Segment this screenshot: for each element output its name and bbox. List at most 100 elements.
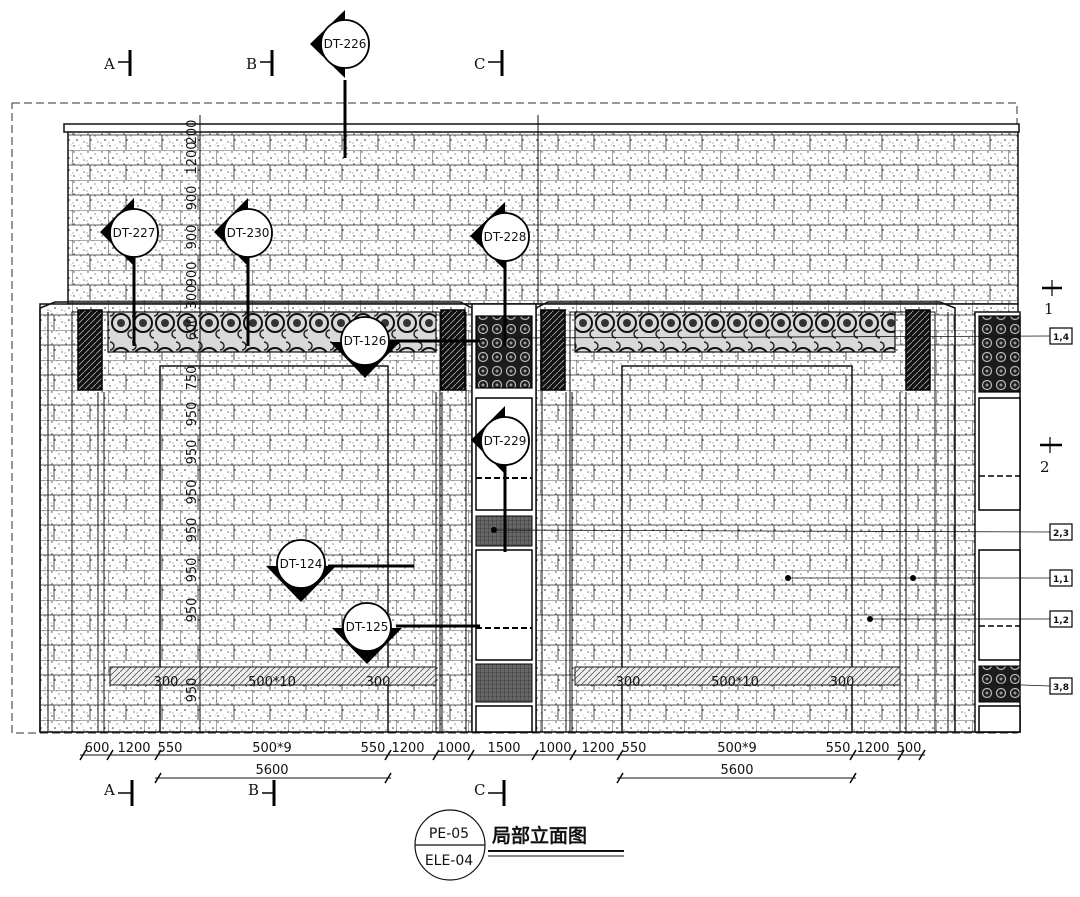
svg-text:DT-228: DT-228	[484, 230, 527, 244]
section-mark-right-2: 2	[1040, 437, 1062, 476]
vdim-7: 750	[185, 366, 200, 391]
base-label-5: 300	[830, 675, 855, 690]
callout-dt-125: DT-125	[332, 602, 402, 664]
hdim-11: 500*9	[717, 741, 757, 756]
svg-text:DT-126: DT-126	[344, 334, 387, 348]
svg-text:2,3: 2,3	[1053, 529, 1069, 539]
material-dot-1	[785, 575, 791, 581]
svg-text:2: 2	[1040, 458, 1050, 476]
vdim-12: 950	[185, 558, 200, 583]
section-mark-top-c: C	[474, 50, 504, 76]
svg-text:C: C	[474, 781, 485, 799]
vdim-14: 950	[185, 678, 200, 703]
svg-text:1,2: 1,2	[1053, 616, 1069, 626]
base-label-4: 500*10	[711, 675, 759, 690]
material-tag-4: 1,2	[1049, 610, 1073, 628]
section-mark-right-1: 1	[1042, 280, 1062, 318]
left-door-recess	[159, 365, 389, 732]
svg-text:B: B	[248, 781, 259, 799]
callout-dt-230: DT-230	[214, 198, 273, 266]
title-block: PE-05 ELE-04 局部立面图	[414, 809, 624, 881]
hdim-6: 1000	[437, 741, 470, 756]
svg-text:DT-125: DT-125	[346, 620, 389, 634]
svg-text:DT-230: DT-230	[227, 226, 270, 240]
vdim-5: 300	[185, 285, 200, 310]
hdim-5: 1200	[391, 741, 424, 756]
right-frieze	[574, 311, 896, 353]
svg-text:A: A	[103, 781, 115, 799]
column-panel-3	[540, 309, 566, 391]
parapet-cap	[63, 123, 1020, 133]
hdim-7: 1500	[487, 741, 520, 756]
overall-dim-left: 5600	[255, 763, 288, 778]
vdim-6: 600	[185, 316, 200, 341]
column-panel-1	[77, 309, 103, 391]
column-panel-4	[905, 309, 931, 391]
hdim-4: 550	[361, 741, 386, 756]
hdim-0: 600	[85, 741, 110, 756]
base-label-1: 500*10	[248, 675, 296, 690]
callout-dt-226: DT-226	[310, 10, 370, 78]
callout-dt-126: DT-126	[330, 316, 400, 378]
vdim-10: 950	[185, 480, 200, 505]
callout-dt-124: DT-124	[266, 539, 336, 602]
material-dot-4	[491, 527, 497, 533]
vdim-1: 1200	[185, 141, 200, 174]
material-tag-2: 2,3	[1049, 523, 1073, 541]
svg-text:C: C	[474, 55, 485, 73]
material-leaders	[493, 335, 1051, 687]
svg-text:DT-124: DT-124	[280, 557, 323, 571]
hdim-8: 1000	[538, 741, 571, 756]
vdim-8: 950	[185, 402, 200, 427]
hdim-13: 1200	[856, 741, 889, 756]
overall-dim-right: 5600	[720, 763, 753, 778]
svg-text:3,8: 3,8	[1053, 683, 1069, 693]
base-label-2: 300	[366, 675, 391, 690]
svg-text:DT-229: DT-229	[484, 434, 527, 448]
material-tag-5: 3,8	[1049, 677, 1073, 695]
hdim-1: 1200	[117, 741, 150, 756]
hdim-12: 550	[826, 741, 851, 756]
hdim-3: 500*9	[252, 741, 292, 756]
right-door-recess	[621, 365, 853, 732]
section-mark-top-b: B	[246, 50, 274, 76]
material-dot-3	[867, 616, 873, 622]
base-label-3: 300	[616, 675, 641, 690]
svg-text:DT-227: DT-227	[113, 226, 156, 240]
right-edge-bay	[974, 311, 1021, 733]
hdim-10: 550	[622, 741, 647, 756]
vdim-0: 200	[185, 120, 200, 145]
vdim-2: 900	[185, 186, 200, 211]
overall-dim-ticks	[154, 772, 857, 784]
section-mark-bottom-a: A	[103, 780, 134, 806]
upper-wall	[67, 125, 1019, 305]
vdim-4: 900	[185, 262, 200, 287]
svg-text:B: B	[246, 55, 257, 73]
sheet-code: PE-05	[429, 826, 469, 842]
hdim-ticks	[79, 749, 926, 761]
base-band-labels: 300 500*10 300 300 500*10 300	[154, 675, 855, 690]
section-mark-bottom-b: B	[248, 780, 276, 806]
vdim-9: 950	[185, 440, 200, 465]
svg-text:A: A	[103, 55, 115, 73]
callout-dt-229: DT-229	[471, 406, 530, 474]
hdim-2: 550	[158, 741, 183, 756]
column-panel-2	[440, 309, 466, 391]
vdim-3: 900	[185, 225, 200, 250]
hdim-14: 500	[897, 741, 922, 756]
vdim-11: 950	[185, 518, 200, 543]
hdim-9: 1200	[581, 741, 614, 756]
vdim-13: 950	[185, 598, 200, 623]
material-tag-1: 1,4	[1049, 327, 1073, 345]
vertical-dims: 200 1200 900 900 900 300 600 750 950 950…	[185, 120, 200, 703]
material-dot-2	[910, 575, 916, 581]
drawing-title: 局部立面图	[492, 824, 587, 847]
section-mark-bottom-c: C	[474, 780, 506, 806]
svg-text:DT-226: DT-226	[324, 37, 367, 51]
svg-text:1: 1	[1044, 300, 1054, 318]
right-base-band	[574, 666, 901, 686]
svg-text:1,1: 1,1	[1053, 575, 1069, 585]
material-tag-3: 1,1	[1049, 569, 1073, 587]
drawing-code: ELE-04	[425, 853, 473, 869]
